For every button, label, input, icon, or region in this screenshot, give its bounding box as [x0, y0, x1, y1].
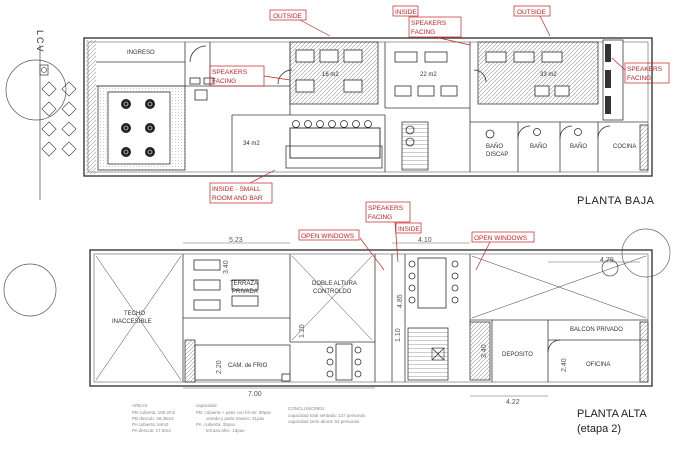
dim-1-20: 1.20: [299, 324, 306, 338]
dim-4-10: 4.10: [418, 237, 432, 244]
room-bano-discap: BAÑO: [486, 143, 503, 150]
note-facing-upper: FACING: [368, 214, 392, 221]
room-camara-frio: CAM. de FRIO: [228, 363, 268, 369]
upper-inner-wall: [93, 253, 649, 383]
upper-tree-small: [601, 259, 619, 277]
ground-furniture: [121, 45, 611, 157]
room-terraza: TERRAZA: [230, 281, 258, 287]
note-open-windows-right: OPEN WINDOWS: [474, 235, 528, 242]
capacity-line: PB: cubierta + patio con fol de: 90pax: [196, 410, 272, 415]
areas-line: PB cubierta: 190.2m2: [132, 410, 176, 415]
street-trees: [3, 59, 77, 317]
ground-annotations: OUTSIDE INSIDE SPEAKERS FACING OUTSIDE S…: [209, 5, 670, 204]
room-oficina: OFICINA: [586, 362, 610, 368]
ground-outer-wall: [83, 37, 653, 177]
room-area-22: 22 m2: [420, 72, 437, 78]
note-room-bar: ROOM AND BAR: [212, 195, 263, 202]
upper-outer-wall: [89, 249, 653, 387]
conclusion-line: capacidad total sentada: 137 personas: [288, 413, 366, 418]
upper-floor-plan: [89, 249, 653, 387]
ground-floor-title: PLANTA BAJA: [577, 195, 655, 207]
room-privada: PRIVADA: [232, 289, 258, 295]
upper-furniture: [193, 257, 561, 382]
note-speakers-upper: SPEAKERS: [368, 205, 404, 212]
room-area-33: 33 m2: [540, 72, 557, 78]
bar-counter: [289, 127, 381, 159]
room-area-16: 16 m2: [322, 72, 339, 78]
note-facing-right: FACING: [627, 75, 651, 82]
note-inside-upper: INSIDE: [398, 226, 420, 233]
dim-4-22: 4.22: [506, 399, 520, 406]
note-speakers-top: SPEAKERS: [411, 20, 447, 27]
note-inside-top: INSIDE: [395, 9, 417, 16]
ground-room-labels: INGRESO 16 m2 22 m2 33 m2 34 m2 BAÑO DIS…: [127, 50, 636, 158]
dim-3-40: 3.40: [481, 344, 488, 358]
upper-room-labels: TECHO INACCESIBLE TERRAZA PRIVADA DOBLE …: [112, 281, 623, 369]
room-bano-discap-2: DISCAP: [486, 152, 508, 158]
room-balcon: BALCON PRIVADO: [570, 327, 623, 333]
dim-4-79: 4.79: [600, 257, 614, 264]
capacity-line: vereda y patio trasero: 31pax: [206, 416, 265, 421]
conclusion-title: CONCLUSIONES:: [288, 406, 325, 411]
room-area-34: 34 m2: [243, 141, 260, 147]
areas-title: AREAS:: [132, 403, 149, 408]
note-outside-left: OUTSIDE: [273, 13, 303, 20]
room-doble-altura: DOBLE ALTURA: [312, 281, 357, 287]
areas-line: PA descub: 17.5m2: [132, 428, 171, 433]
areas-line: PB descub: 48.35m2: [132, 416, 174, 421]
room-deposito: DEPOSITO: [502, 352, 533, 358]
dim-4-85: 4.85: [397, 294, 404, 308]
note-outside-right: OUTSIDE: [517, 9, 547, 16]
dim-5-23: 5.23: [229, 237, 243, 244]
room-bano-b: BAÑO: [570, 143, 587, 150]
room-techo: TECHO: [124, 311, 145, 317]
areas-line: PA cubierta: 64m2: [132, 422, 169, 427]
note-small-room: INSIDE - SMALL: [212, 186, 261, 193]
note-speakers-right: SPEAKERS: [627, 66, 663, 73]
dim-2-40: 2.40: [561, 358, 568, 372]
dim-2-20: 2.20: [216, 360, 223, 374]
note-facing-top: FACING: [411, 29, 435, 36]
room-inaccesible: INACCESIBLE: [112, 319, 152, 325]
upper-floor-title: PLANTA ALTA: [577, 408, 647, 420]
upper-annotations: OPEN WINDOWS SPEAKERS FACING INSIDE OPEN…: [298, 201, 535, 271]
dim-1-10: 1.10: [395, 328, 402, 342]
room-cocina: COCINA: [613, 144, 636, 150]
upper-dimensions: 5.23 4.10 4.79 7.00 4.22 4.85 1.20 2.20 …: [183, 237, 640, 406]
cold-room: [194, 344, 291, 381]
ground-floor-plan: [83, 37, 653, 177]
room-bano-a: BAÑO: [530, 143, 547, 150]
upper-tree: [621, 228, 671, 278]
side-label: LCV: [35, 30, 45, 54]
note-open-windows-left: OPEN WINDOWS: [301, 233, 355, 240]
upper-floor-subtitle: (etapa 2): [577, 423, 621, 435]
conclusion-line: capacidad semi-altura: 93 personas: [288, 419, 360, 424]
note-speakers-left: SPEAKERS: [212, 69, 248, 76]
dim-7-00: 7.00: [248, 391, 262, 398]
fountain-area: [107, 91, 171, 165]
dim-3-40b: 3.40: [223, 260, 230, 274]
room-controldo: CONTROLDO: [313, 289, 352, 295]
capacity-title: capacidad: [196, 403, 217, 408]
room-ingreso: INGRESO: [127, 50, 155, 56]
note-facing-left: FACING: [212, 78, 236, 85]
notes-block: AREAS: PB cubierta: 190.2m2 PB descub: 4…: [132, 403, 366, 433]
capacity-line: terraza afec: 13pax: [206, 428, 245, 433]
tree-grate: [41, 81, 77, 157]
upper-stairs: [407, 327, 449, 381]
capacity-line: PA: cubierta: 35pax: [196, 422, 236, 427]
